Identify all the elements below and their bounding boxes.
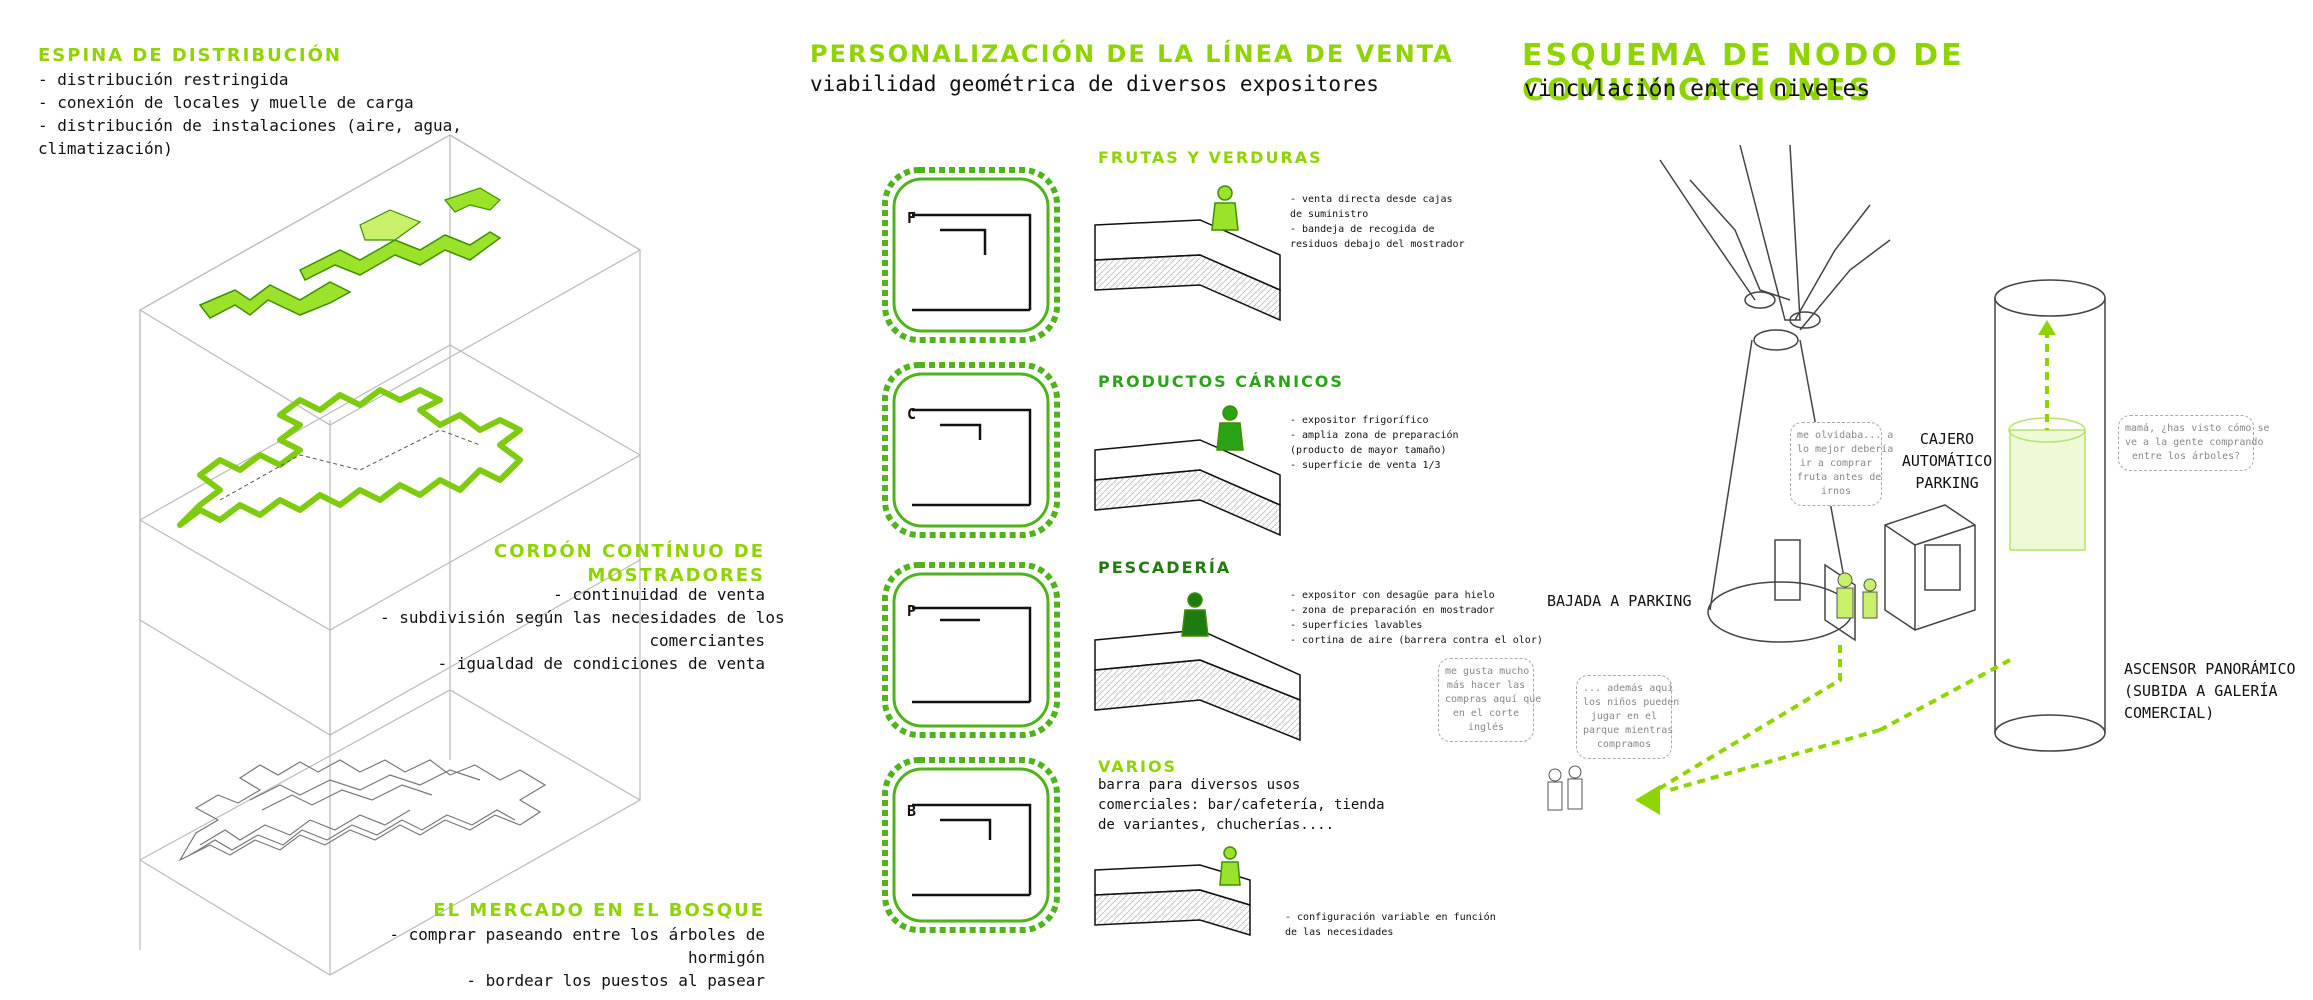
forest-item: - bordear los puestos al pasear: [466, 971, 765, 990]
counter-title-line: cordón contínuo de: [494, 541, 765, 562]
counter-title: cordón contínuo de mostradores: [380, 540, 765, 588]
fish-note: - cortina de aire (barrera contra el olo…: [1290, 635, 1543, 646]
elevator-label-line: COMERCIAL): [2124, 704, 2215, 722]
meat-note: - expositor frigorífico: [1290, 415, 1429, 426]
card-letter-p: P: [907, 602, 917, 620]
atm-label-line: CAJERO: [1919, 430, 1975, 448]
bubble-line: fruta antes de: [1797, 472, 1882, 483]
forest-item: hormigón: [687, 948, 765, 967]
misc-note: - configuración variable en función: [1285, 912, 1496, 923]
bubble-line: jugar en el: [1590, 711, 1658, 722]
misc-notes: - configuración variable en función de l…: [1285, 910, 1496, 940]
atm-box: [1884, 504, 1976, 631]
fruit-note: - bandeja de recogida de: [1290, 224, 1435, 235]
card-letter-c: C: [907, 405, 917, 423]
atm-label-line: PARKING: [1915, 474, 1979, 492]
personalization-title: personalización de la línea de venta: [810, 40, 1454, 68]
atm-label-line: AUTOMÁTICO: [1901, 452, 1993, 470]
bubble-line: compramos: [1596, 739, 1652, 750]
counter-item: - igualdad de condiciones de venta: [437, 654, 765, 673]
parking-label: BAJADA A PARKING: [1547, 592, 1692, 610]
spine-item: - distribución restringida: [38, 70, 289, 89]
misc-note: de las necesidades: [1285, 927, 1394, 938]
bubble-line: ir a comprar: [1799, 458, 1873, 469]
fish-note: - expositor con desagüe para hielo: [1290, 590, 1495, 601]
counter-list: - continuidad de venta - subdivisión seg…: [380, 583, 785, 675]
speech-bubble-shopping: me gusta mucho más hacer las compras aqu…: [1438, 658, 1542, 742]
bubble-line: más hacer las: [1446, 680, 1526, 691]
fish-title: pescadería: [1098, 558, 1232, 577]
bubble-line: me gusta mucho: [1445, 666, 1530, 677]
meat-note: (producto de mayor tamaño): [1290, 445, 1447, 456]
card-frames: [882, 167, 1060, 933]
bubble-line: irnos: [1820, 486, 1852, 497]
vendor-figures: [1181, 185, 1244, 886]
bubble-line: entre los árboles?: [2131, 451, 2241, 462]
bubble-line: ve a la gente comprando: [2125, 437, 2264, 448]
personalization-subtitle: viabilidad geométrica de diversos exposi…: [810, 72, 1379, 96]
speech-bubble-fruit: me olvidaba... a lo mejor debería ir a c…: [1790, 422, 1894, 506]
tree-column: [1659, 144, 1891, 643]
meat-note: - amplia zona de preparación: [1290, 430, 1459, 441]
fruit-note: de suministro: [1290, 209, 1369, 220]
counters-axonometric: [1094, 219, 1301, 937]
elevator-label: ASCENSOR PANORÁMICO (SUBIDA A GALERÍA CO…: [2124, 658, 2296, 724]
fruit-notes: - venta directa desde cajas de suministr…: [1290, 192, 1465, 252]
bubble-line: compras aquí que: [1445, 694, 1542, 705]
people-figures: [1547, 572, 1878, 811]
misc-desc-line: comerciales: bar/cafetería, tienda: [1098, 797, 1385, 813]
counter-item: - continuidad de venta: [553, 585, 765, 604]
elevator-cylinder: [1994, 279, 2106, 752]
bubble-line: ... además aquí: [1583, 683, 1674, 694]
spine-title: espina de distribución: [38, 45, 342, 66]
counter-item: - subdivisión según las necesidades de l…: [380, 608, 785, 627]
spine-item: climatización): [38, 139, 173, 158]
node-subtitle: vinculación entre niveles: [1524, 76, 1871, 102]
counter-item: comerciantes: [649, 631, 765, 650]
meat-notes: - expositor frigorífico - amplia zona de…: [1290, 413, 1459, 473]
fish-note: - superficies lavables: [1290, 620, 1423, 631]
misc-desc: barra para diversos usos comerciales: ba…: [1098, 775, 1385, 835]
elevator-label-line: ASCENSOR PANORÁMICO: [2124, 660, 2296, 678]
fruit-note: residuos debajo del mostrador: [1290, 239, 1465, 250]
atm-label: CAJERO AUTOMÁTICO PARKING: [1892, 428, 2002, 494]
misc-title: varios: [1098, 757, 1178, 776]
card-letter-b: B: [907, 802, 917, 820]
bubble-line: lo mejor debería: [1797, 444, 1894, 455]
misc-desc-line: barra para diversos usos: [1098, 777, 1301, 793]
card-letter-f: F: [907, 209, 917, 227]
counter-title-line: mostradores: [587, 565, 765, 586]
spine-item: - distribución de instalaciones (aire, a…: [38, 116, 462, 135]
spine-list: - distribución restringida - conexión de…: [38, 68, 462, 160]
bubble-line: los niños pueden: [1583, 697, 1680, 708]
node-title: esquema de nodo de comunicaciones: [1522, 38, 1965, 108]
fruit-title: frutas y verduras: [1098, 148, 1323, 167]
fish-note: - zona de preparación en mostrador: [1290, 605, 1495, 616]
spine-shape: [198, 187, 502, 319]
forest-list: - comprar paseando entre los árboles de …: [380, 923, 765, 992]
meat-title: productos cárnicos: [1098, 372, 1344, 391]
spine-item: - conexión de locales y muelle de carga: [38, 93, 414, 112]
bubble-line: me olvidaba... a: [1797, 430, 1894, 441]
speech-bubble-child: mamá, ¿has visto cómo se ve a la gente c…: [2118, 415, 2270, 471]
elevator-label-line: (SUBIDA A GALERÍA: [2124, 682, 2278, 700]
bubble-line: inglés: [1467, 722, 1505, 733]
market-plan-base: [178, 759, 547, 862]
misc-desc-line: de variantes, chucherías....: [1098, 817, 1335, 833]
counter-ring: [177, 387, 523, 528]
dashed-arrows: [1638, 330, 2049, 802]
bubble-line: en el corte: [1452, 708, 1520, 719]
forest-item: - comprar paseando entre los árboles de: [389, 925, 765, 944]
meat-note: - superficie de venta 1/3: [1290, 460, 1441, 471]
bubble-line: parque mientras: [1583, 725, 1674, 736]
bubble-line: mamá, ¿has visto cómo se: [2125, 423, 2270, 434]
fish-notes: - expositor con desagüe para hielo - zon…: [1290, 588, 1543, 648]
fruit-note: - venta directa desde cajas: [1290, 194, 1453, 205]
speech-bubble-kids: ... además aquí los niños pueden jugar e…: [1576, 675, 1680, 759]
forest-title: el mercado en el bosque: [433, 900, 765, 921]
